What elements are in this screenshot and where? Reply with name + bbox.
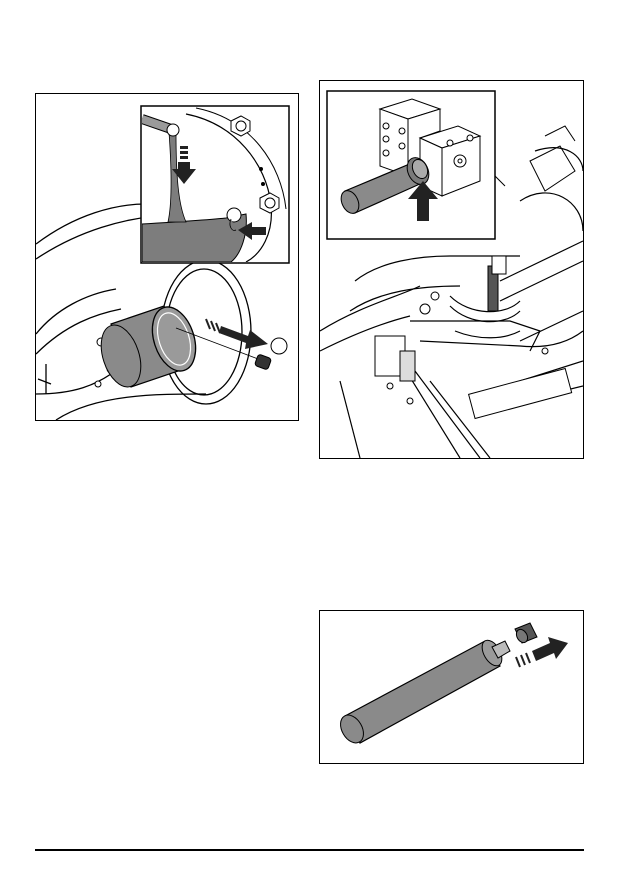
removal-arrow-icon	[206, 319, 268, 349]
callout-circle	[271, 338, 287, 354]
cap-removal-illustration	[320, 611, 583, 763]
installed-cartridge	[488, 256, 506, 311]
oil-cylinder	[94, 301, 203, 392]
figure-oil-drain	[35, 93, 299, 421]
oil-drain-illustration	[36, 94, 298, 420]
cartridge-cap	[514, 623, 537, 645]
oil-cartridge	[336, 637, 510, 747]
footer-rule	[35, 849, 584, 851]
figure-cartridge-install	[319, 80, 584, 459]
inset-oil-detail	[141, 106, 289, 263]
inset-cartridge-detail	[327, 91, 495, 239]
figure-cap-removal	[319, 610, 584, 764]
cartridge-install-illustration	[320, 81, 583, 458]
